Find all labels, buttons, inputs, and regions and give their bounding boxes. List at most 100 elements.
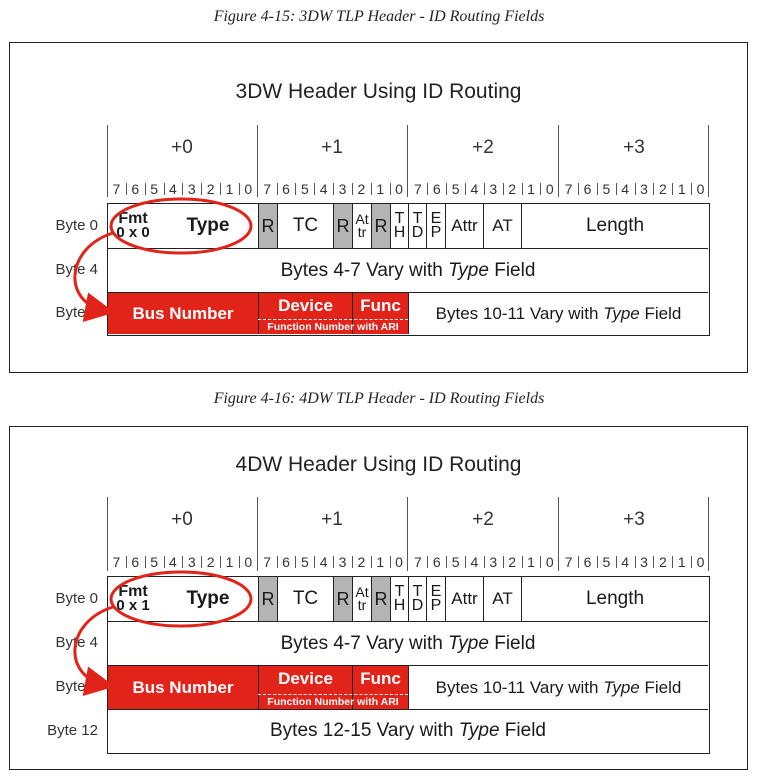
- bit-number: 2: [658, 181, 667, 197]
- row-label-byte8: Byte 8: [55, 678, 98, 695]
- bit-tick: [144, 556, 146, 568]
- bit-tick: [163, 183, 165, 195]
- bit-tick: [521, 183, 523, 195]
- bit-number: 4: [621, 554, 630, 570]
- row-label-byte0: Byte 0: [55, 590, 98, 607]
- th-field: T H: [390, 577, 408, 621]
- td-bottom: D: [411, 224, 424, 241]
- row8-suffix: Field: [639, 303, 682, 323]
- attr-field: Attr: [445, 204, 483, 248]
- bit-number: 7: [112, 181, 121, 197]
- type-field: Type: [186, 588, 230, 609]
- bit-number: 1: [677, 181, 686, 197]
- bit-number: 1: [225, 554, 234, 570]
- bit-tick: [182, 556, 184, 568]
- row4-suffix: Field: [488, 259, 536, 281]
- bit-number: 5: [300, 554, 309, 570]
- bit-tick: [238, 556, 240, 568]
- bit-number: 4: [470, 554, 479, 570]
- row-byte4: Bytes 4-7 Vary with Type Field: [108, 248, 708, 292]
- group-separator: [708, 497, 709, 571]
- bit-number: 2: [508, 181, 517, 197]
- bit-number: 2: [357, 181, 366, 197]
- bit-tick: [276, 183, 278, 195]
- bit-number: 0: [696, 181, 705, 197]
- ep-top: E: [430, 209, 442, 227]
- td-top: T: [412, 209, 423, 227]
- th-field: T H: [390, 204, 408, 248]
- bit-tick: [220, 183, 222, 195]
- bit-tick: [389, 183, 391, 195]
- ep-bottom: P: [430, 597, 442, 614]
- ep-top: E: [430, 582, 442, 600]
- byte-group-3: +3: [623, 137, 645, 158]
- bit-number: 0: [244, 181, 253, 197]
- td-top: T: [412, 582, 423, 600]
- bit-number: 6: [583, 554, 592, 570]
- attr-bottom: tr: [357, 224, 367, 240]
- bit-number: 2: [508, 554, 517, 570]
- bit-number: 5: [602, 181, 611, 197]
- attr-top: At: [355, 584, 369, 601]
- group-separator: [708, 125, 709, 197]
- bit-tick: [465, 183, 467, 195]
- header-grid-3dw: Fmt 0 x 0 Type R TC R At tr R T H T D E …: [107, 203, 710, 336]
- bit-number: 6: [282, 181, 290, 197]
- tc-field: TC: [277, 204, 333, 248]
- byte-group-3: +3: [623, 509, 645, 530]
- bit-number: 0: [545, 554, 554, 570]
- group-separator: [257, 125, 258, 197]
- bus-number-field: Bus Number: [108, 292, 258, 334]
- bit-tick: [163, 556, 165, 568]
- th-top: T: [394, 209, 405, 227]
- bit-tick: [125, 183, 127, 195]
- group-separator: [107, 497, 108, 571]
- bus-number-field: Bus Number: [108, 665, 258, 709]
- device-field: Device: [258, 292, 352, 334]
- bit-number: 6: [131, 181, 140, 197]
- bit-tick: [578, 183, 580, 195]
- bit-number: 1: [527, 181, 535, 197]
- attr-bit-field: At tr: [352, 577, 371, 621]
- bit-number: 0: [395, 554, 403, 570]
- device-label: Device: [278, 296, 333, 315]
- func-label: Func: [360, 296, 401, 315]
- bit-tick: [691, 183, 693, 195]
- reserved-field: R: [333, 577, 352, 621]
- row-label-byte8: Byte 8: [55, 304, 98, 321]
- length-field: Length: [521, 204, 708, 248]
- bit-tick: [596, 183, 598, 195]
- bit-tick: [144, 183, 146, 195]
- bit-number: 3: [338, 181, 347, 197]
- row8-text: Bytes 10-11 Vary with: [435, 303, 604, 323]
- bit-number: 2: [206, 181, 215, 197]
- bit-tick: [351, 556, 353, 568]
- bit-number: 6: [282, 554, 290, 570]
- bit-tick: [370, 183, 372, 195]
- row-byte4: Bytes 4-7 Vary with Type Field: [108, 621, 708, 665]
- bit-number: 7: [112, 554, 121, 570]
- reserved-field: R: [371, 577, 390, 621]
- ep-field: E P: [426, 204, 445, 248]
- bit-tick: [446, 556, 448, 568]
- bit-number: 4: [470, 181, 479, 197]
- bit-tick: [370, 556, 372, 568]
- bit-tick: [389, 556, 391, 568]
- figure-2-box: 4DW Header Using ID Routing +0 +1 +2 +3 …: [9, 426, 748, 770]
- header-grid-4dw: Fmt 0 x 1 Type R TC R At tr R T H T D E …: [107, 576, 710, 754]
- bit-tick: [295, 556, 297, 568]
- row8-italic: Type: [603, 677, 640, 697]
- row-label-byte4: Byte 4: [55, 261, 98, 278]
- td-field: T D: [408, 577, 426, 621]
- func-label: Func: [360, 669, 401, 688]
- device-label: Device: [278, 669, 333, 688]
- device-field: Device: [258, 665, 352, 709]
- bit-tick: [314, 556, 316, 568]
- bit-number: 2: [658, 554, 667, 570]
- attr-field: Attr: [445, 577, 483, 621]
- bit-number: 3: [640, 554, 648, 570]
- bit-tick: [238, 183, 240, 195]
- bit-number: 5: [300, 181, 309, 197]
- th-top: T: [394, 582, 405, 600]
- row4-italic: Type: [448, 632, 489, 654]
